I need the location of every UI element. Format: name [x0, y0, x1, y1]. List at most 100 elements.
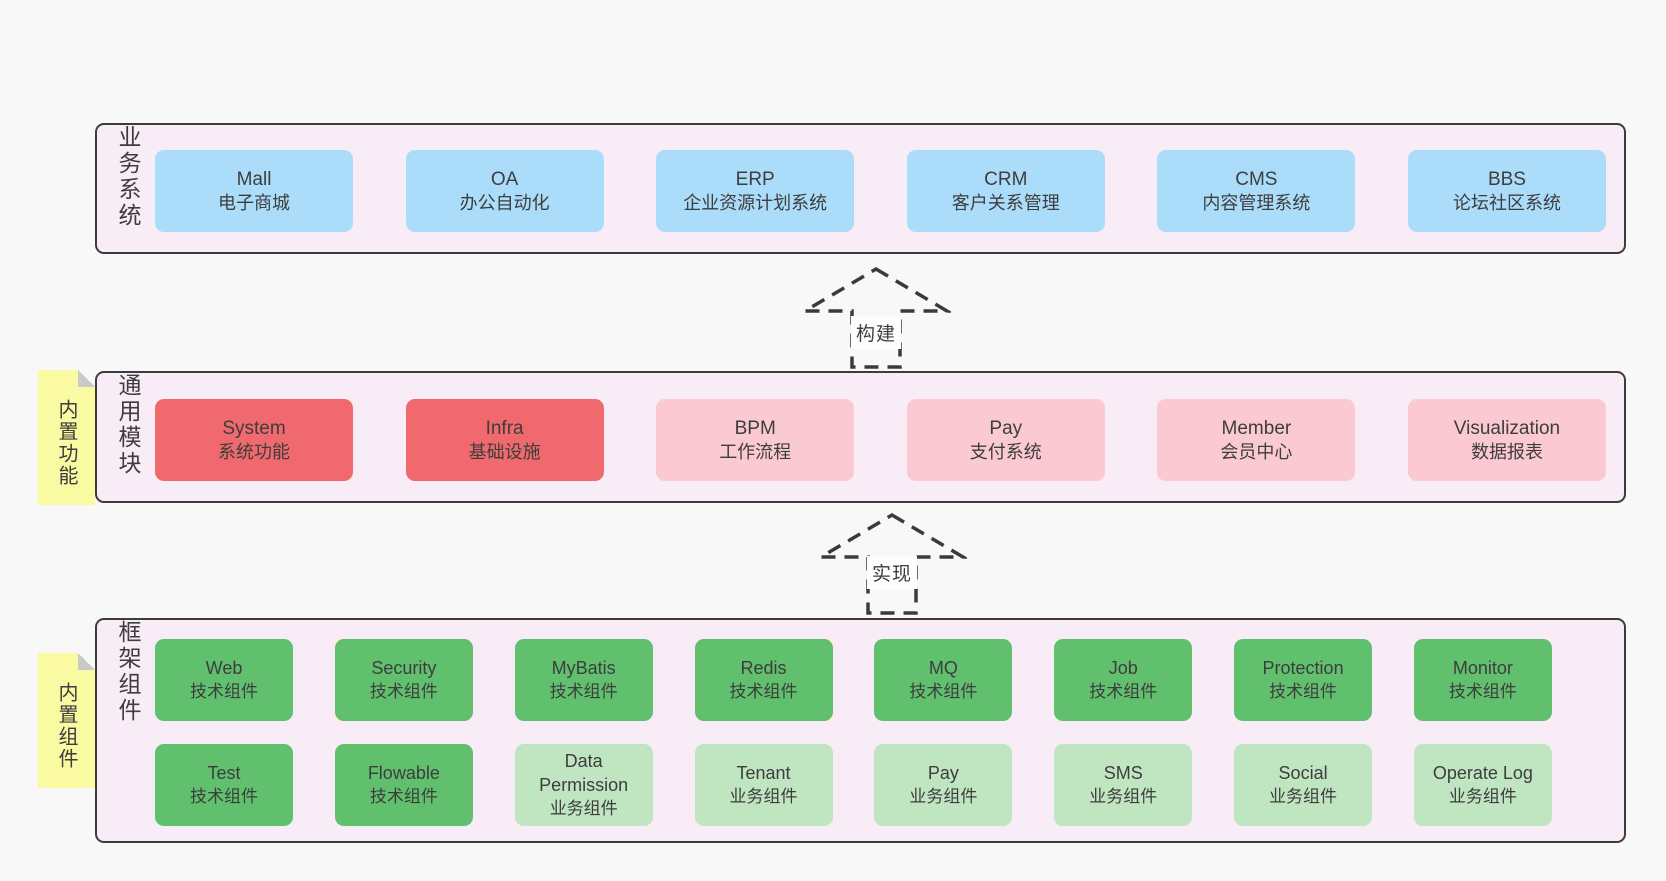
implement-arrow-label: 实现 — [867, 556, 918, 589]
box-title: System — [222, 417, 286, 439]
box-erp: ERP 企业资源计划系统 — [656, 150, 855, 232]
sticky-note-text: 内置组件 — [55, 681, 77, 770]
box-title: SMS — [1103, 762, 1143, 783]
box-subtitle: 业务组件 — [1089, 786, 1158, 806]
box-subtitle: 数据报表 — [1470, 441, 1543, 462]
box-subtitle: 论坛社区系统 — [1452, 192, 1561, 213]
box-subtitle: 业务组件 — [909, 786, 978, 806]
folded-corner-icon — [78, 370, 95, 387]
box-title: Security — [371, 657, 437, 678]
box-pay-module: Pay 支付系统 — [906, 399, 1105, 481]
box-subtitle: 技术组件 — [549, 681, 618, 701]
framework-components-band: 框架组件 Web 技术组件 Security 技术组件 MyBatis 技术组件… — [95, 618, 1626, 843]
box-job: Job 技术组件 — [1054, 639, 1193, 721]
box-mall: Mall 电子商城 — [155, 150, 353, 232]
box-test: Test 技术组件 — [155, 744, 293, 826]
box-subtitle: 业务组件 — [1269, 786, 1338, 806]
box-subtitle: 会员中心 — [1220, 441, 1293, 462]
box-subtitle: 技术组件 — [909, 681, 978, 701]
box-title: CMS — [1235, 168, 1278, 190]
framework-components-row-1: Web 技术组件 Security 技术组件 MyBatis 技术组件 Redi… — [155, 639, 1552, 721]
box-title: Test — [207, 762, 241, 783]
box-subtitle: 业务组件 — [549, 798, 618, 818]
sticky-note-text: 内置功能 — [55, 398, 77, 487]
build-arrow-up-icon — [801, 266, 951, 370]
implement-arrow-up-icon — [817, 512, 967, 616]
box-title: Flowable — [367, 762, 440, 783]
box-security: Security 技术组件 — [334, 639, 473, 721]
box-title: Monitor — [1452, 657, 1513, 678]
box-title: Job — [1108, 657, 1138, 678]
box-tenant: Tenant 业务组件 — [694, 744, 833, 826]
sticky-note-built-in-components: 内置组件 — [38, 653, 95, 788]
box-title: Tenant — [736, 762, 791, 783]
box-subtitle: 客户关系管理 — [951, 192, 1060, 213]
box-bpm: BPM 工作流程 — [656, 399, 855, 481]
box-web: Web 技术组件 — [155, 639, 293, 721]
box-subtitle: 技术组件 — [369, 681, 438, 701]
box-member: Member 会员中心 — [1157, 399, 1356, 481]
box-cms: CMS 内容管理系统 — [1157, 150, 1356, 232]
box-data-permission: Data Permission 业务组件 — [514, 744, 653, 826]
box-subtitle: 内容管理系统 — [1202, 192, 1311, 213]
box-subtitle: 技术组件 — [1269, 681, 1338, 701]
box-subtitle: 业务组件 — [729, 786, 798, 806]
box-subtitle: 技术组件 — [369, 786, 438, 806]
box-oa: OA 办公自动化 — [405, 150, 604, 232]
box-social: Social 业务组件 — [1234, 744, 1373, 826]
box-title: Pay — [927, 762, 959, 783]
common-modules-row: System 系统功能 Infra 基础设施 BPM 工作流程 Pay 支付系统… — [155, 399, 1606, 481]
build-arrow-label: 构建 — [851, 316, 902, 349]
box-subtitle: 技术组件 — [190, 786, 258, 806]
box-monitor: Monitor 技术组件 — [1413, 639, 1552, 721]
box-mq: MQ 技术组件 — [874, 639, 1013, 721]
box-title: MyBatis — [551, 657, 616, 678]
business-systems-row: Mall 电子商城 OA 办公自动化 ERP 企业资源计划系统 CRM 客户关系… — [155, 150, 1606, 232]
box-title: Protection — [1262, 657, 1344, 678]
box-title: Pay — [989, 417, 1023, 439]
box-title: Web — [205, 657, 243, 678]
box-subtitle: 业务组件 — [1448, 786, 1517, 806]
band-label-framework-components: 框架组件 — [115, 620, 141, 724]
box-mybatis: MyBatis 技术组件 — [514, 639, 653, 721]
box-infra: Infra 基础设施 — [405, 399, 604, 481]
box-subtitle: 办公自动化 — [459, 192, 550, 213]
business-systems-band: 业务系统 Mall 电子商城 OA 办公自动化 ERP 企业资源计划系统 CRM… — [95, 123, 1626, 254]
box-title: CRM — [984, 168, 1028, 190]
box-title: Data Permission — [539, 751, 629, 795]
box-visualization: Visualization 数据报表 — [1407, 399, 1606, 481]
box-title: Social — [1278, 762, 1328, 783]
box-title: MQ — [928, 657, 958, 678]
box-bbs: BBS 论坛社区系统 — [1407, 150, 1606, 232]
framework-components-row-2: Test 技术组件 Flowable 技术组件 Data Permission … — [155, 744, 1552, 826]
box-subtitle: 技术组件 — [1448, 681, 1517, 701]
box-subtitle: 系统功能 — [218, 441, 290, 462]
box-title: OA — [490, 168, 519, 190]
band-label-business-systems: 业务系统 — [115, 125, 141, 229]
box-title: Visualization — [1453, 417, 1561, 439]
box-subtitle: 技术组件 — [1089, 681, 1158, 701]
box-subtitle: 企业资源计划系统 — [683, 192, 828, 213]
box-flowable: Flowable 技术组件 — [334, 744, 473, 826]
box-subtitle: 技术组件 — [729, 681, 798, 701]
box-title: ERP — [735, 168, 775, 190]
box-title: Operate Log — [1432, 762, 1533, 783]
box-system: System 系统功能 — [155, 399, 353, 481]
box-pay-component: Pay 业务组件 — [874, 744, 1013, 826]
box-subtitle: 支付系统 — [969, 441, 1042, 462]
box-redis: Redis 技术组件 — [694, 639, 833, 721]
box-crm: CRM 客户关系管理 — [906, 150, 1105, 232]
box-title: BBS — [1487, 168, 1526, 190]
box-operate-log: Operate Log 业务组件 — [1413, 744, 1552, 826]
common-modules-band: 通用模块 System 系统功能 Infra 基础设施 BPM 工作流程 Pay… — [95, 371, 1626, 503]
box-subtitle: 技术组件 — [190, 681, 258, 701]
box-protection: Protection 技术组件 — [1234, 639, 1373, 721]
box-title: BPM — [734, 417, 776, 439]
box-subtitle: 电子商城 — [218, 192, 290, 213]
box-sms: SMS 业务组件 — [1054, 744, 1193, 826]
band-label-common-modules: 通用模块 — [115, 373, 141, 477]
box-subtitle: 工作流程 — [719, 441, 792, 462]
box-title: Infra — [485, 417, 524, 439]
box-title: Member — [1221, 417, 1292, 439]
box-subtitle: 基础设施 — [468, 441, 541, 462]
